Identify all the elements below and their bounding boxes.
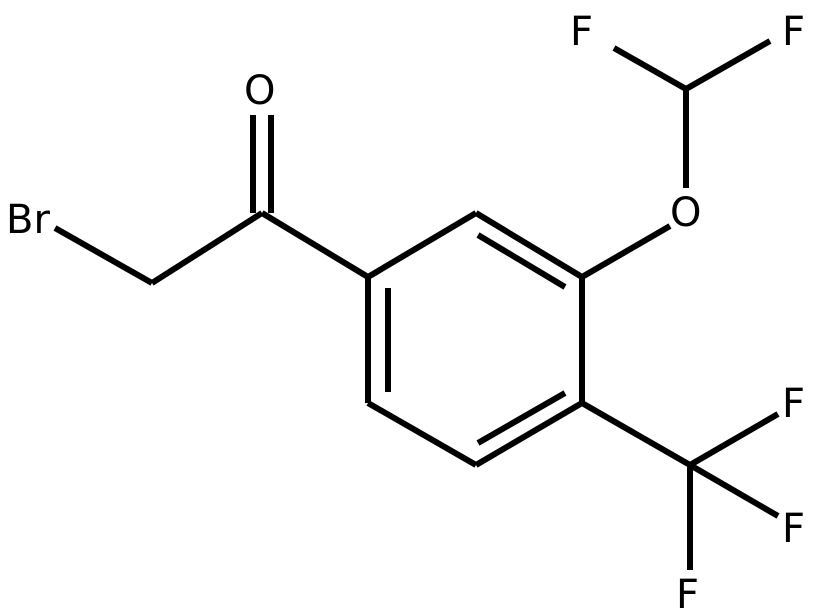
ring-bond-c4-c5	[474, 400, 584, 468]
bonds	[53, 38, 780, 570]
atom-label-f-difluoro-right: F	[782, 9, 805, 55]
atom-label-f-cf3-middle: F	[782, 506, 805, 552]
bond-ring-cf3	[580, 400, 692, 468]
atom-label-f-cf3-bottom: F	[676, 572, 699, 614]
bond-chf2-f-right	[684, 38, 772, 92]
atom-labels: Br O O F F F F F	[6, 9, 805, 614]
atom-label-f-cf3-top: F	[782, 381, 805, 427]
ring-inner-c4-c5	[476, 390, 567, 446]
ring-bond-c1-c2	[366, 210, 478, 280]
bond-carbonyl-ring	[260, 210, 370, 280]
ring-bond-c2-c3	[474, 210, 584, 280]
atom-label-o-ether: O	[670, 190, 701, 236]
ring-inner-c2-c3	[476, 232, 567, 290]
bond-cf3-f-top	[688, 411, 780, 468]
bond-ch2-carbonyl	[150, 210, 264, 286]
bond-ring-o-ether	[580, 223, 672, 280]
ring-bond-c5-c6	[366, 400, 478, 468]
atom-label-br: Br	[6, 197, 50, 243]
bond-cf3-f-middle	[688, 462, 780, 519]
bond-chf2-f-left	[612, 45, 688, 92]
atom-label-o-carbonyl: O	[244, 68, 275, 114]
bond-br-ch2	[53, 225, 154, 286]
atom-label-f-difluoro-left: F	[570, 9, 593, 55]
